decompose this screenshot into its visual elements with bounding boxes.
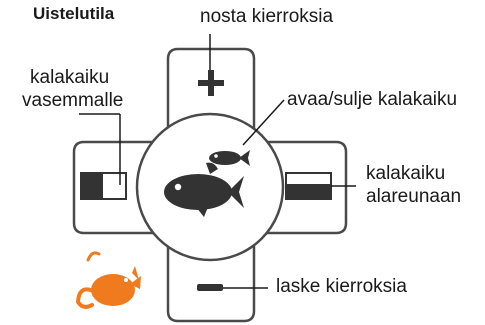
- bottom-split-panel-icon[interactable]: [285, 172, 332, 200]
- label-center: avaa/sulje kalakaiku: [287, 89, 458, 110]
- label-left-line1: kalakaiku: [30, 67, 110, 88]
- label-right-line1: kalakaiku: [366, 163, 446, 184]
- label-right-line2: alareunaan: [366, 186, 462, 207]
- left-split-panel-icon[interactable]: [80, 172, 127, 200]
- plus-icon[interactable]: [198, 70, 224, 96]
- big-fish-icon: [164, 162, 244, 217]
- center-button[interactable]: [135, 112, 285, 262]
- trolling-motor-icon: [75, 251, 141, 309]
- mode-title: Uistelutila: [33, 4, 115, 23]
- small-fish-icon: [209, 150, 250, 166]
- minus-icon[interactable]: [197, 284, 223, 291]
- leader-lines: [79, 34, 356, 289]
- label-down: laske kierroksia: [276, 276, 407, 297]
- label-up: nosta kierroksia: [200, 6, 334, 27]
- label-left-line2: vasemmalle: [22, 90, 124, 111]
